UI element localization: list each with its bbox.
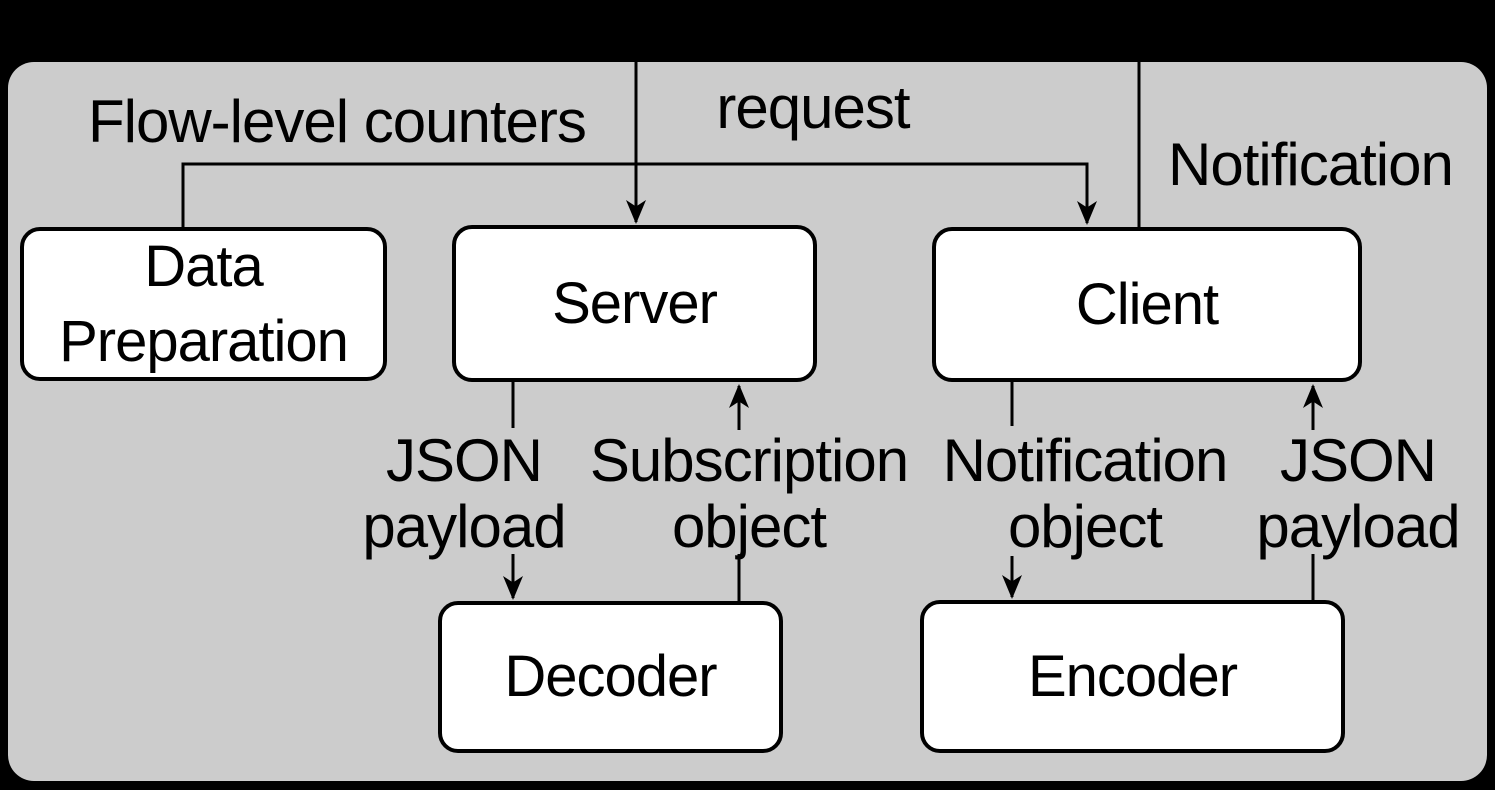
subscription-object-line1: Subscription xyxy=(589,427,909,494)
edge-flow-level-counters xyxy=(181,162,1097,228)
request-label: request xyxy=(716,74,910,141)
server-node: Server xyxy=(452,225,817,382)
json-payload-left-line1: JSON xyxy=(385,427,543,494)
server-label: Server xyxy=(552,270,718,336)
data-preparation-label-line2: Preparation xyxy=(59,309,349,374)
subscription-object-line2: object xyxy=(671,493,827,560)
notification-object-label: Notification object xyxy=(942,427,1229,560)
json-payload-left-line2: payload xyxy=(362,493,566,560)
notification-label: Notification xyxy=(1168,131,1454,198)
flow-level-counters-label: Flow-level counters xyxy=(88,88,587,155)
json-payload-right-line1: JSON xyxy=(1279,427,1437,494)
json-payload-right-label: JSON payload xyxy=(1256,427,1460,560)
data-preparation-node: Data Preparation xyxy=(20,227,387,381)
data-preparation-label-line1: Data xyxy=(144,233,264,299)
client-node: Client xyxy=(932,227,1362,382)
subscription-object-label: Subscription object xyxy=(589,427,909,560)
json-payload-left-label: JSON payload xyxy=(362,427,566,560)
encoder-label: Encoder xyxy=(1027,643,1238,709)
notification-object-line2: object xyxy=(1007,493,1163,560)
json-payload-right-line2: payload xyxy=(1256,493,1460,560)
encoder-node: Encoder xyxy=(920,600,1345,753)
notification-object-line1: Notification xyxy=(942,427,1229,494)
decoder-label: Decoder xyxy=(504,644,717,710)
client-label: Client xyxy=(1075,271,1219,337)
decoder-node: Decoder xyxy=(438,601,783,753)
